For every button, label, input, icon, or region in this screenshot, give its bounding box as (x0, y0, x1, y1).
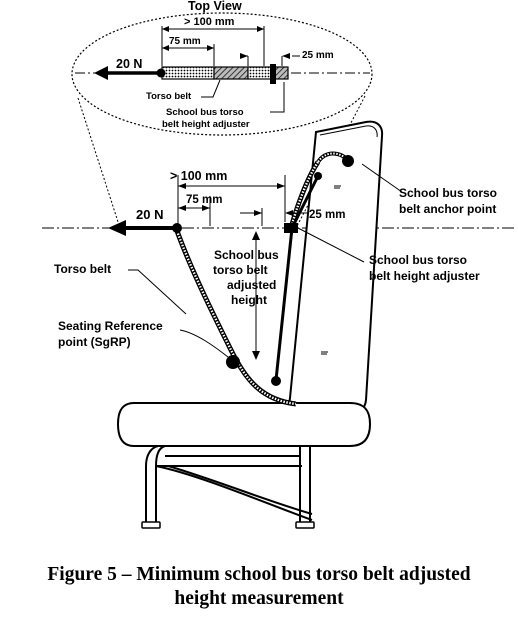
top-view-adjuster-label-2: belt height adjuster (162, 119, 250, 130)
belt-guide-point (314, 172, 322, 180)
side-view-dim-100: > 100 mm (170, 169, 227, 183)
top-view-dim-25: 25 mm (302, 50, 334, 61)
anchor-point (342, 155, 354, 167)
top-view-dim-arrows (162, 26, 290, 59)
seat-foot-rear (295, 521, 315, 529)
top-view-adjuster-leader (270, 82, 285, 113)
sgrp-leader (179, 329, 229, 358)
seat-back (288, 120, 384, 415)
top-view-force-label: 20 N (116, 57, 142, 71)
top-view-ellipse (71, 12, 373, 136)
top-view-magnifier: Top View > 100 mm 75 mm 25 mm 20 N Torso… (71, 0, 373, 229)
lower-anchor-point (271, 376, 281, 386)
sgrp-point (226, 355, 240, 369)
projection-line-left (77, 97, 121, 229)
svg-text:adjusted: adjusted (227, 278, 276, 292)
adjusted-height-label: School bus torso belt adjusted height (213, 248, 279, 307)
top-view-dim-100: > 100 mm (184, 16, 235, 28)
top-view-force-arrowhead (94, 66, 108, 80)
svg-text:height: height (231, 293, 267, 307)
seat-back-stamps (321, 185, 341, 355)
caption-line-2: height measurement (174, 588, 344, 609)
seat-frame (145, 445, 313, 524)
height-adjuster-leader (297, 227, 365, 263)
top-view-dimensions (161, 26, 300, 66)
height-adjuster (284, 223, 298, 233)
seat-foot-front (141, 521, 161, 529)
side-view-force-label: 20 N (136, 207, 163, 222)
top-view-title: Top View (188, 0, 242, 13)
height-adjuster-label: School bus torso belt height adjuster (369, 253, 480, 283)
side-view-torso-belt (173, 151, 350, 407)
svg-text:School bus torso: School bus torso (399, 186, 497, 200)
belt-lap-segment (274, 227, 294, 381)
svg-text:belt height adjuster: belt height adjuster (369, 269, 480, 283)
side-view-force-arrowhead (108, 220, 126, 236)
side-view-dim-arrows (178, 183, 293, 360)
top-view-adjuster-label-1: School bus torso (166, 107, 244, 118)
svg-text:School bus: School bus (214, 248, 279, 262)
torso-belt-leader (128, 269, 187, 315)
top-view-belt-leader (201, 79, 221, 98)
svg-text:point (SgRP): point (SgRP) (58, 335, 131, 349)
caption-line-1: Figure 5 – Minimum school bus torso belt… (47, 564, 470, 585)
torso-belt-label: Torso belt (54, 262, 111, 276)
anchor-point-label: School bus torso belt anchor point (399, 186, 497, 216)
svg-text:torso belt: torso belt (213, 263, 268, 277)
top-view-torso-belt-label: Torso belt (146, 91, 192, 102)
seat-cushion (116, 402, 372, 447)
svg-text:Seating Reference: Seating Reference (58, 319, 163, 333)
sgrp-label: Seating Reference point (SgRP) (58, 319, 163, 349)
figure-caption: Figure 5 – Minimum school bus torso belt… (47, 564, 470, 609)
side-view-dim-25: 25 mm (309, 209, 345, 221)
svg-text:belt anchor point: belt anchor point (399, 202, 496, 216)
seat-back-top-edge (319, 125, 378, 138)
top-view-adjuster (270, 64, 276, 84)
projection-line-right (295, 95, 366, 229)
side-view-dim-75: 75 mm (186, 194, 222, 206)
svg-text:School bus torso: School bus torso (369, 253, 467, 267)
top-view-torso-belt (161, 66, 289, 80)
belt-upper-segment (290, 175, 320, 229)
anchor-point-leader (361, 163, 403, 193)
side-view: > 100 mm 75 mm 25 mm 20 N School bus tor… (42, 120, 514, 529)
top-view-dim-75: 75 mm (169, 36, 201, 47)
